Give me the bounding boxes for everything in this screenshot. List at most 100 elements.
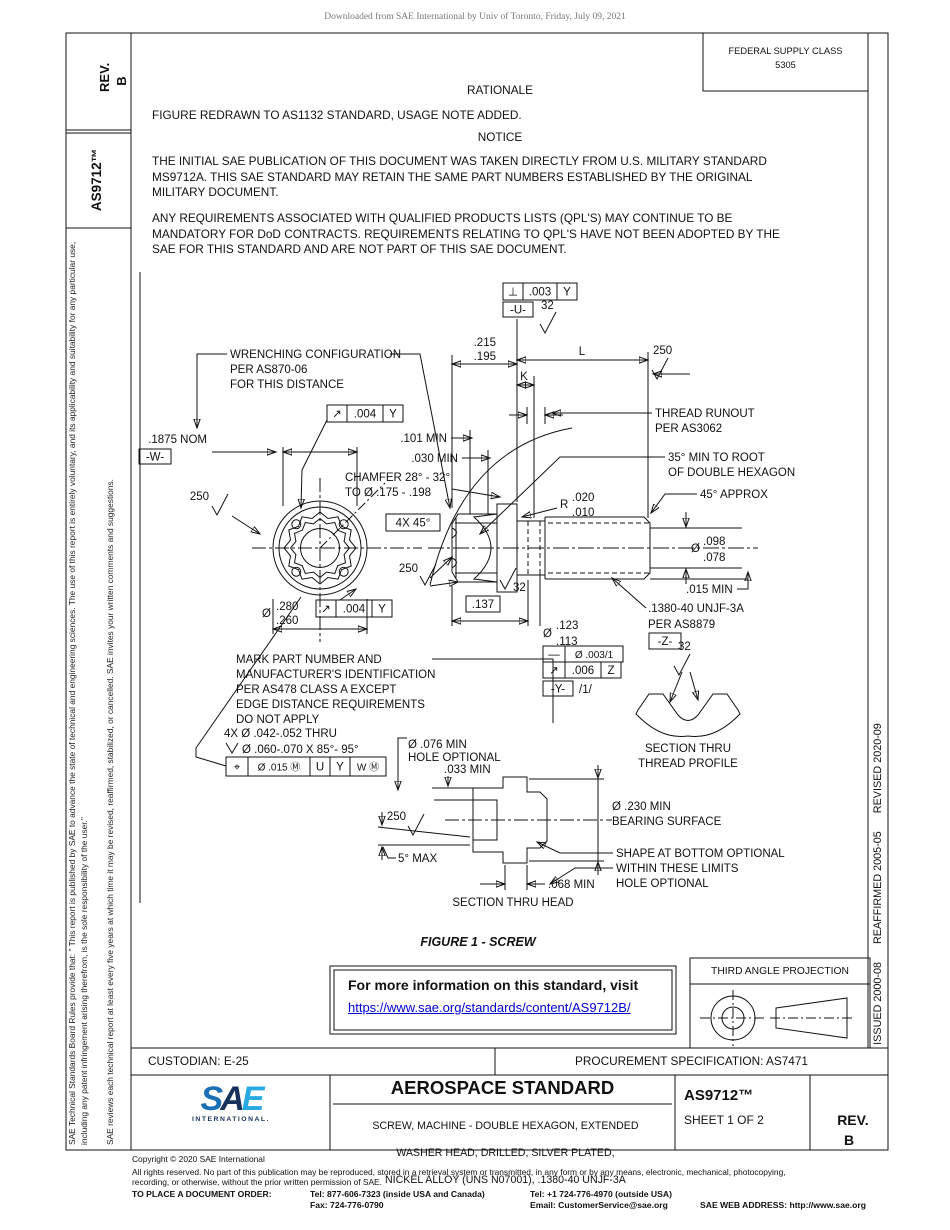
svg-text:.195: .195 [474, 351, 496, 363]
side-view [428, 427, 758, 593]
svg-text:.280: .280 [276, 601, 298, 613]
svg-text:CHAMFER 28° - 32°: CHAMFER 28° - 32° [345, 472, 450, 484]
tel-inside: Tel: 877-606-7323 (inside USA and Canada… [310, 1189, 485, 1199]
svg-text:HOLE OPTIONAL: HOLE OPTIONAL [408, 752, 501, 764]
head-cross-section [472, 776, 548, 864]
head-section: .033 MIN Ø .076 MIN HOLE OPTIONAL 250 5°… [377, 737, 785, 909]
svg-text:SECTION THRU: SECTION THRU [645, 743, 731, 755]
svg-text:-Z-: -Z- [658, 636, 673, 648]
fcf-straightness-stack: — Ø .003/1 ↗ .006 Z -Y- /1/ [542, 645, 624, 697]
svg-text:Ø .076 MIN: Ø .076 MIN [408, 739, 467, 751]
sidebar-doc-number: AS9712™ [89, 148, 104, 212]
svg-text:.033 MIN: .033 MIN [444, 764, 491, 776]
download-watermark: Downloaded from SAE International by Uni… [324, 12, 626, 22]
title-block-rev: REV.B [837, 1112, 869, 1148]
recess-hole-outline [473, 799, 498, 841]
svg-text:-U-: -U- [510, 305, 526, 317]
svg-text:45° APPROX: 45° APPROX [700, 489, 768, 501]
svg-text:HOLE OPTIONAL: HOLE OPTIONAL [616, 878, 709, 890]
svg-text:.260: .260 [276, 615, 298, 627]
svg-text:Ø: Ø [543, 628, 552, 640]
side-view-dimensions: ⊥ .003 Y -U- 32 .215 .195 L 250 K WRENCH… [197, 282, 795, 697]
svg-text:/1/: /1/ [579, 684, 593, 696]
svg-text:⊥: ⊥ [508, 287, 518, 299]
holes-note: 4X Ø .042-.052 THRU [224, 728, 337, 740]
fcf-runout-flange: ↗ .004 Y [315, 599, 393, 618]
dia-280-symbol: Ø [262, 608, 271, 620]
title-block-title: AEROSPACE STANDARD [390, 1077, 615, 1098]
marking-note: MARK PART NUMBER AND [236, 654, 382, 666]
svg-text:5° MAX: 5° MAX [398, 853, 437, 865]
svg-text:-W-: -W- [146, 452, 164, 464]
svg-text:THREAD PROFILE: THREAD PROFILE [638, 758, 738, 770]
nom-dim-label: .1875 NOM [148, 434, 207, 446]
svg-text:.098: .098 [703, 536, 725, 548]
svg-text:PER AS3062: PER AS3062 [655, 423, 722, 435]
svg-text:TO Ø .175 - .198: TO Ø .175 - .198 [345, 487, 431, 499]
threaded-shank [545, 516, 651, 580]
standard-link[interactable]: https://www.sae.org/standards/content/AS… [348, 1000, 631, 1015]
title-block-subtitle: SCREW, MACHINE - DOUBLE HEXAGON, EXTENDE… [372, 1119, 639, 1186]
svg-text:↗: ↗ [332, 409, 342, 421]
svg-text:32: 32 [513, 582, 526, 594]
third-angle-projection [689, 957, 871, 1049]
federal-supply-class-value: 5305 [775, 60, 796, 70]
svg-text:WITHIN THESE LIMITS: WITHIN THESE LIMITS [616, 863, 739, 875]
svg-text:↗: ↗ [549, 665, 559, 677]
svg-text:DO NOT APPLY: DO NOT APPLY [236, 714, 320, 726]
svg-text:Y: Y [563, 287, 571, 299]
title-block-sheet: SHEET 1 OF 2 [684, 1113, 764, 1127]
tel-outside: Tel: +1 724-776-4970 (outside USA) [530, 1189, 672, 1199]
svg-text:OF DOUBLE HEXAGON: OF DOUBLE HEXAGON [668, 467, 795, 479]
qpl-paragraph: ANY REQUIREMENTS ASSOCIATED WITH QUALIFI… [152, 211, 733, 225]
info-box-text: For more information on this standard, v… [348, 977, 639, 993]
svg-text:.068 MIN: .068 MIN [548, 879, 595, 891]
double-hexagon-outline [283, 511, 357, 585]
svg-text:35° MIN TO ROOT: 35° MIN TO ROOT [668, 452, 765, 464]
lockwire-hole [338, 566, 349, 577]
datum-z [648, 632, 682, 650]
svg-text:.004: .004 [343, 604, 366, 616]
federal-supply-class-label: FEDERAL SUPPLY CLASS [728, 46, 843, 56]
sidebar-rev-label: REV.B [97, 62, 129, 92]
web-address: SAE WEB ADDRESS: http://www.sae.org [700, 1200, 866, 1210]
svg-text:.020: .020 [572, 492, 594, 504]
order-label: TO PLACE A DOCUMENT ORDER: [132, 1189, 272, 1199]
federal-supply-class-box [702, 32, 869, 92]
svg-text:.003: .003 [529, 287, 551, 299]
end-view-dimensions: 250 .1875 NOM -W- ↗ .004 Y 4X 45° Ø .280… [138, 404, 554, 777]
svg-text:.113: .113 [556, 636, 578, 648]
finish-250-label: 250 [190, 491, 209, 503]
svg-text:Y: Y [378, 604, 386, 616]
end-view [252, 478, 422, 642]
fax: Fax: 724-776-0790 [310, 1200, 384, 1210]
svg-text:.215: .215 [474, 337, 496, 349]
fcf-runout-head: ↗ .004 Y [326, 404, 404, 423]
email: Email: CustomerService@sae.org [530, 1200, 668, 1210]
copyright-line: Copyright © 2020 SAE International [132, 1154, 265, 1164]
svg-text:250: 250 [399, 563, 418, 575]
svg-text:PER AS478 CLASS A EXCEPT: PER AS478 CLASS A EXCEPT [236, 684, 396, 696]
svg-text:SECTION THRU HEAD: SECTION THRU HEAD [452, 897, 573, 909]
svg-text:U: U [316, 762, 324, 774]
rationale-text: FIGURE REDRAWN TO AS1132 STANDARD, USAGE… [152, 108, 522, 122]
svg-text:.078: .078 [703, 552, 725, 564]
svg-text:⌖: ⌖ [234, 762, 241, 774]
lockwire-hole [291, 519, 302, 530]
svg-text:250: 250 [653, 345, 672, 357]
svg-text:PER AS8879: PER AS8879 [648, 619, 715, 631]
svg-text:—: — [548, 649, 560, 661]
svg-text:K: K [520, 371, 528, 383]
fourx45-box [385, 513, 441, 532]
fcf-perpendicularity: ⊥ .003 Y [502, 282, 578, 301]
svg-text:MANUFACTURER'S IDENTIFICATION: MANUFACTURER'S IDENTIFICATION [236, 669, 435, 681]
svg-text:Ø: Ø [691, 543, 700, 555]
construction-arc [429, 427, 573, 586]
svg-text:R: R [560, 499, 568, 511]
svg-text:FOR THIS DISTANCE: FOR THIS DISTANCE [230, 379, 344, 391]
info-box-border [329, 965, 677, 1035]
sae-logo: SAE INTERNATIONAL. [192, 1080, 270, 1123]
svg-text:L: L [579, 346, 586, 358]
